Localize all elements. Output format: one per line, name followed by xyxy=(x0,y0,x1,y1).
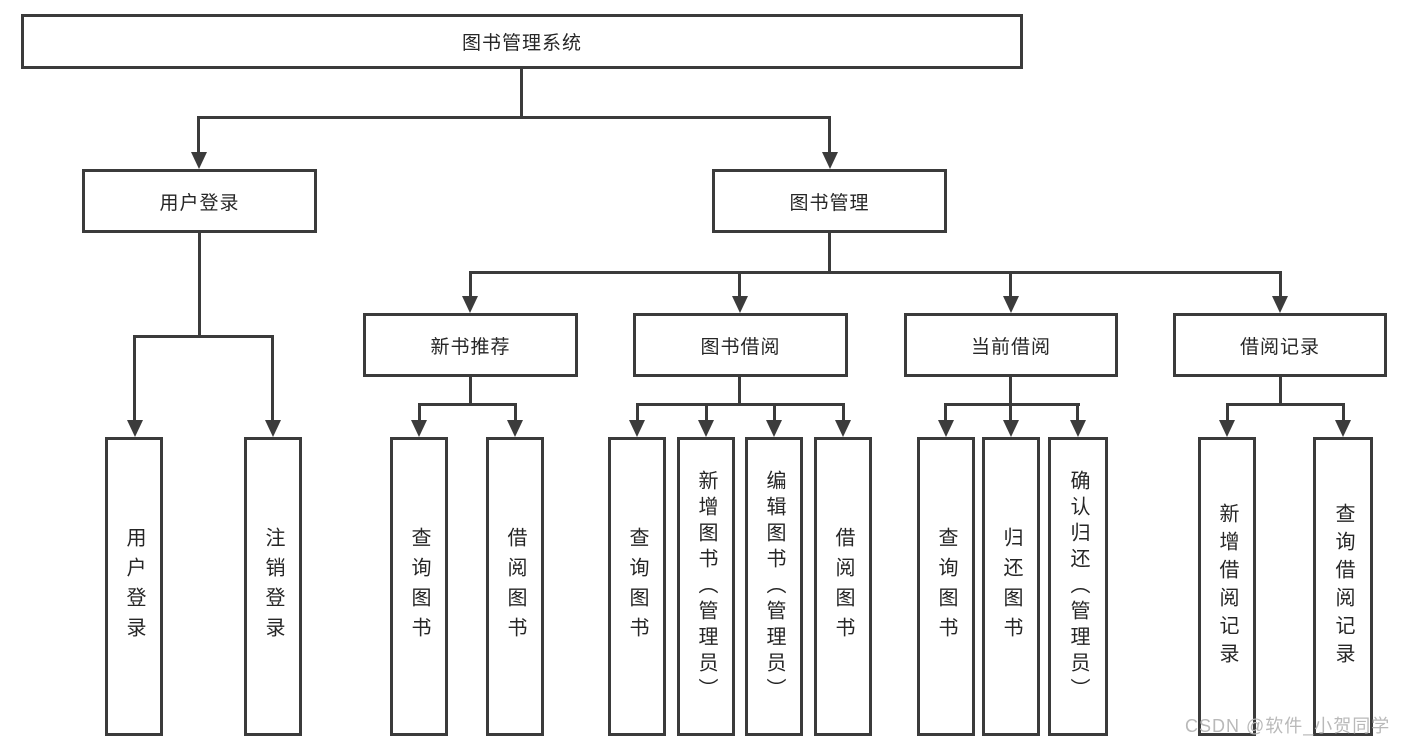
arrowhead-down xyxy=(822,152,838,169)
leaf-query-books-recommend: 查询图书 xyxy=(390,437,448,736)
node-book-borrowing: 图书借阅 xyxy=(633,313,848,377)
node-borrowing-records: 借阅记录 xyxy=(1173,313,1387,377)
edge-line xyxy=(1009,403,1012,422)
edge-line xyxy=(469,271,472,298)
edge-line xyxy=(198,233,201,338)
leaf-query-books-borrowing: 查询图书 xyxy=(608,437,666,736)
edge-line xyxy=(1226,403,1229,422)
edge-line xyxy=(514,403,517,422)
arrowhead-down xyxy=(127,420,143,437)
edge-line xyxy=(520,68,523,117)
edge-line xyxy=(1279,271,1282,298)
arrowhead-down xyxy=(1003,420,1019,437)
leaf-query-borrow-record: 查询借阅记录 xyxy=(1313,437,1373,736)
edge-line xyxy=(636,403,845,406)
arrowhead-down xyxy=(629,420,645,437)
edge-line xyxy=(842,403,845,422)
edge-line xyxy=(705,403,708,422)
edge-line xyxy=(1279,376,1282,406)
leaf-borrow-books-recommend: 借阅图书 xyxy=(486,437,544,736)
edge-line xyxy=(133,335,136,422)
leaf-add-borrow-record: 新增借阅记录 xyxy=(1198,437,1256,736)
edge-line xyxy=(1009,376,1012,406)
edge-line xyxy=(828,116,831,154)
arrowhead-down xyxy=(1335,420,1351,437)
arrowhead-down xyxy=(1272,296,1288,313)
edge-line xyxy=(636,403,639,422)
node-new-book-recommend: 新书推荐 xyxy=(363,313,578,377)
arrowhead-down xyxy=(1219,420,1235,437)
edge-line xyxy=(418,403,421,422)
edge-line xyxy=(133,335,274,338)
edge-line xyxy=(944,403,947,422)
arrowhead-down xyxy=(462,296,478,313)
edge-line xyxy=(418,403,517,406)
arrowhead-down xyxy=(698,420,714,437)
leaf-add-books-admin: 新增图书（管理员） xyxy=(677,437,735,736)
leaf-edit-books-admin: 编辑图书（管理员） xyxy=(745,437,803,736)
csdn-watermark: CSDN @软件_小贺同学 xyxy=(1185,716,1391,736)
arrowhead-down xyxy=(732,296,748,313)
edge-line xyxy=(197,116,200,154)
edge-line xyxy=(738,376,741,406)
arrowhead-down xyxy=(1070,420,1086,437)
edge-line xyxy=(773,403,776,422)
arrowhead-down xyxy=(1003,296,1019,313)
edge-line xyxy=(1009,271,1012,298)
edge-line xyxy=(1226,403,1344,406)
leaf-return-books: 归还图书 xyxy=(982,437,1040,736)
edge-line xyxy=(469,376,472,406)
edge-line xyxy=(828,233,831,274)
edge-line xyxy=(1076,403,1079,422)
node-book-management: 图书管理 xyxy=(712,169,947,233)
arrowhead-down xyxy=(191,152,207,169)
node-current-borrowing: 当前借阅 xyxy=(904,313,1118,377)
leaf-confirm-return-admin: 确认归还（管理员） xyxy=(1048,437,1108,736)
edge-line xyxy=(271,335,274,422)
edge-line xyxy=(469,271,1282,274)
edge-line xyxy=(198,116,830,119)
leaf-query-books-current: 查询图书 xyxy=(917,437,975,736)
edge-line xyxy=(1342,403,1345,422)
arrowhead-down xyxy=(411,420,427,437)
node-user-login: 用户登录 xyxy=(82,169,317,233)
arrowhead-down xyxy=(766,420,782,437)
edge-line xyxy=(738,271,741,298)
arrowhead-down xyxy=(265,420,281,437)
leaf-user-login: 用户登录 xyxy=(105,437,163,736)
edge-line xyxy=(944,403,1080,406)
arrowhead-down xyxy=(835,420,851,437)
node-library-management-system: 图书管理系统 xyxy=(21,14,1023,69)
leaf-logout: 注销登录 xyxy=(244,437,302,736)
arrowhead-down xyxy=(938,420,954,437)
leaf-borrow-books-borrowing: 借阅图书 xyxy=(814,437,872,736)
arrowhead-down xyxy=(507,420,523,437)
